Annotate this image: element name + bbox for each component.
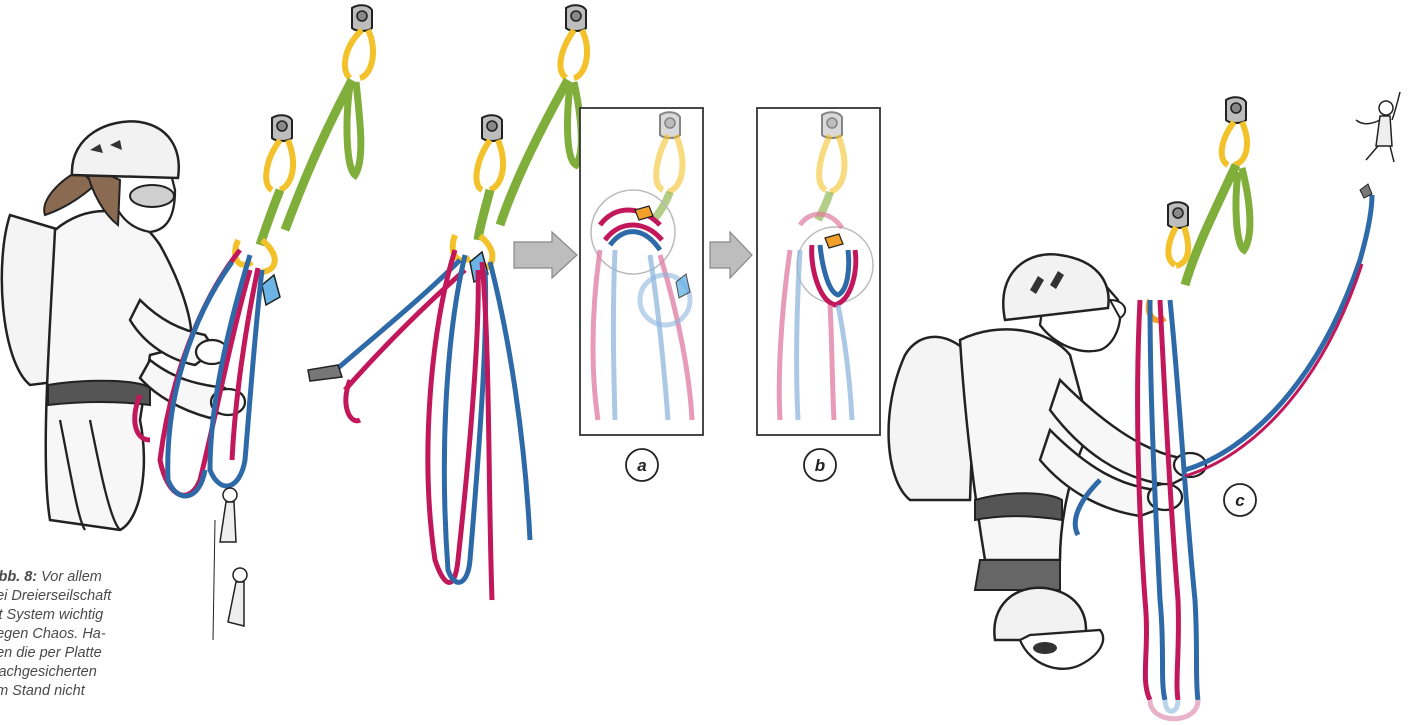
small-climbers-icon [213, 488, 247, 640]
label-c: c [1235, 491, 1245, 510]
detail-panel-a [580, 108, 703, 435]
caption-line-7: am Stand nicht [0, 683, 85, 699]
detail-panel-b [757, 108, 880, 435]
arrow-right-icon [710, 232, 752, 278]
label-a: a [637, 456, 646, 475]
anchor-lower-middle-icon [453, 115, 503, 282]
rope-system-middle-icon [308, 250, 530, 600]
anchor-upper-middle-icon [500, 5, 587, 225]
figure-label: Abb. 8: [0, 569, 37, 585]
caption-line-6: Nachgesicherten [0, 664, 97, 680]
figure-caption: Abb. 8: Vor allem bei Dreierseilschaft i… [0, 568, 188, 701]
caption-line-3: ist System wichtig [0, 607, 103, 623]
caption-line-1: Vor allem [41, 569, 102, 585]
caption-line-5: ben die per Platte [0, 645, 102, 661]
anchor-upper-left-icon [285, 5, 373, 230]
caption-line-4: gegen Chaos. Ha- [0, 626, 106, 642]
lead-climber-icon [1356, 92, 1400, 198]
anchor-right-icon [1149, 97, 1250, 320]
label-b: b [815, 456, 825, 475]
caption-line-2: bei Dreierseilschaft [0, 588, 111, 604]
arrow-right-icon [514, 232, 577, 278]
second-climber-face-icon [994, 588, 1103, 669]
